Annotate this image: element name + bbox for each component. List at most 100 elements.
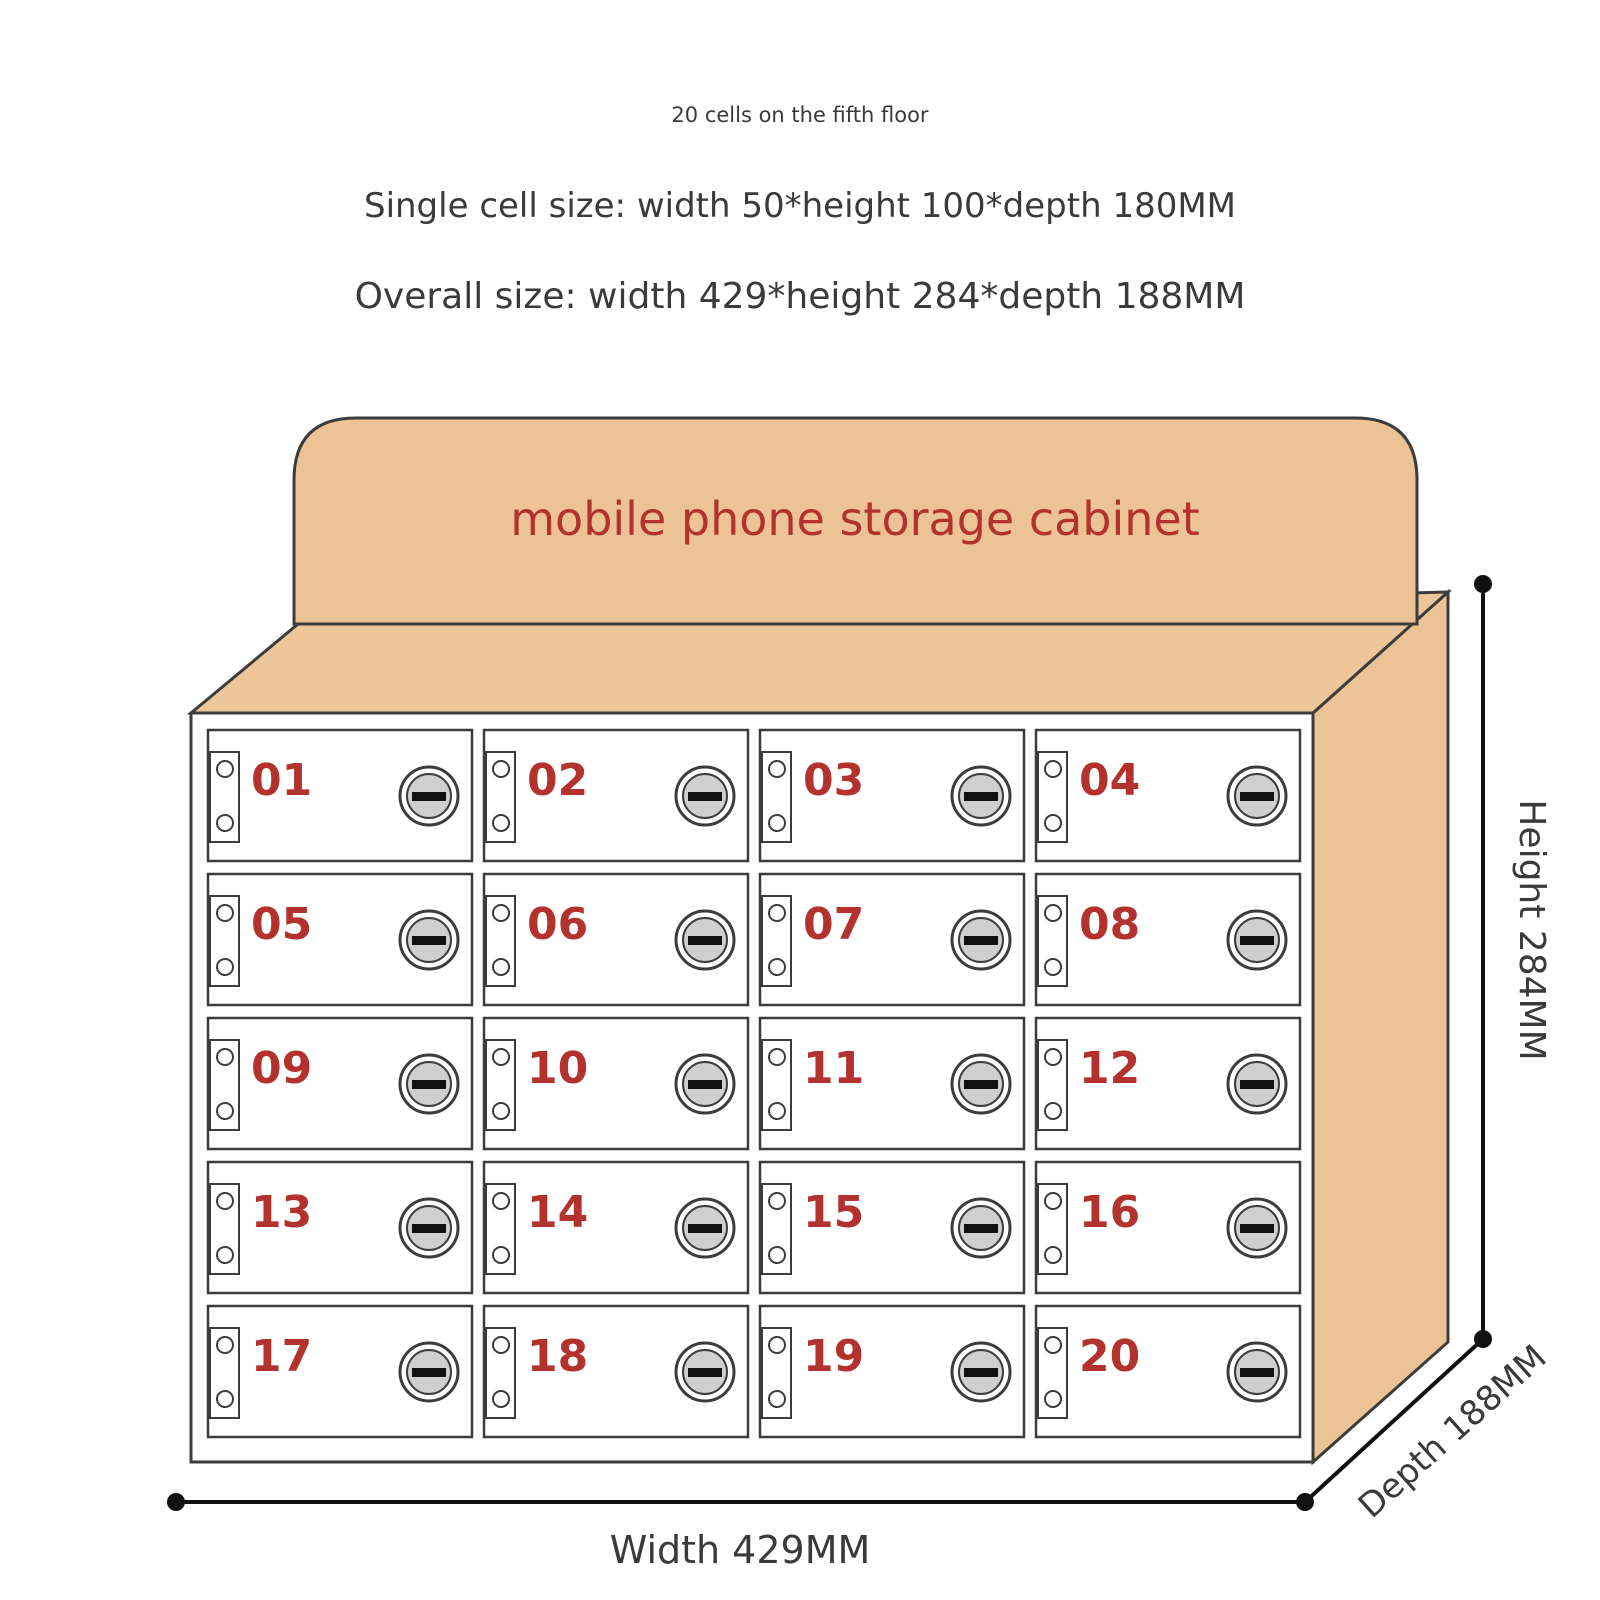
hinge-screw-icon — [492, 1192, 510, 1210]
cell-grid: 01 02 03 04 05 06 07 08 09 10 11 12 13 14 15 16 17 18 19 20 — [206, 728, 1302, 1439]
hinge-screw-icon — [1044, 1048, 1062, 1066]
hinge-screw-icon — [1044, 1390, 1062, 1408]
hinge-screw-icon — [216, 814, 234, 832]
hinge-screw-icon — [1044, 958, 1062, 976]
keyhole-slot-icon — [1240, 792, 1274, 801]
keyhole-slot-icon — [688, 1080, 722, 1089]
width-dimension-left-dot — [167, 1493, 185, 1511]
cell-number-label: 16 — [1079, 1187, 1140, 1238]
locker-cell[interactable]: 01 — [206, 728, 474, 863]
hinge-screw-icon — [1044, 1246, 1062, 1264]
keyhole-slot-icon — [688, 792, 722, 801]
hinge-screw-icon — [768, 760, 786, 778]
locker-cell[interactable]: 14 — [482, 1160, 750, 1295]
cell-number-label: 03 — [803, 755, 864, 806]
hinge-screw-icon — [1044, 814, 1062, 832]
keyhole-slot-icon — [412, 1224, 446, 1233]
keyhole-slot-icon — [688, 1368, 722, 1377]
width-label: Width 429MM — [610, 1528, 871, 1572]
cell-number-label: 06 — [527, 899, 588, 950]
hinge-screw-icon — [1044, 904, 1062, 922]
hinge-screw-icon — [768, 1192, 786, 1210]
keyhole-slot-icon — [964, 1368, 998, 1377]
keyhole-slot-icon — [964, 1080, 998, 1089]
cell-number-label: 18 — [527, 1331, 588, 1382]
hinge-screw-icon — [1044, 1336, 1062, 1354]
keyhole-slot-icon — [964, 1224, 998, 1233]
hinge-screw-icon — [768, 1246, 786, 1264]
hinge-screw-icon — [216, 1048, 234, 1066]
height-dimension-top-dot — [1474, 575, 1492, 593]
hinge-screw-icon — [492, 1336, 510, 1354]
cabinet-sign-text: mobile phone storage cabinet — [510, 492, 1200, 546]
locker-cell[interactable]: 06 — [482, 872, 750, 1007]
cell-number-label: 14 — [527, 1187, 588, 1238]
cell-number-label: 19 — [803, 1331, 864, 1382]
locker-cell[interactable]: 19 — [758, 1304, 1026, 1439]
hinge-screw-icon — [768, 1336, 786, 1354]
cell-number-label: 07 — [803, 899, 864, 950]
cell-number-label: 11 — [803, 1043, 864, 1094]
locker-cell[interactable]: 08 — [1034, 872, 1302, 1007]
cell-number-label: 09 — [251, 1043, 312, 1094]
keyhole-slot-icon — [964, 792, 998, 801]
hinge-screw-icon — [492, 1390, 510, 1408]
locker-cell[interactable]: 18 — [482, 1304, 750, 1439]
hinge-screw-icon — [216, 1246, 234, 1264]
hinge-screw-icon — [768, 904, 786, 922]
cell-number-label: 10 — [527, 1043, 588, 1094]
depth-dimension-line — [1303, 1337, 1485, 1504]
hinge-screw-icon — [1044, 1192, 1062, 1210]
hinge-screw-icon — [492, 1246, 510, 1264]
locker-cell[interactable]: 02 — [482, 728, 750, 863]
subtitle: 20 cells on the fifth floor — [671, 103, 929, 127]
locker-cell[interactable]: 11 — [758, 1016, 1026, 1151]
cell-number-label: 15 — [803, 1187, 864, 1238]
single-cell-size: Single cell size: width 50*height 100*de… — [364, 186, 1236, 226]
cabinet-sign-board — [292, 416, 1419, 626]
hinge-screw-icon — [768, 1048, 786, 1066]
keyhole-slot-icon — [688, 1224, 722, 1233]
locker-cell[interactable]: 20 — [1034, 1304, 1302, 1439]
keyhole-slot-icon — [412, 792, 446, 801]
cabinet-side-panel — [1311, 588, 1450, 1466]
keyhole-slot-icon — [964, 936, 998, 945]
hinge-screw-icon — [1044, 760, 1062, 778]
locker-cell[interactable]: 04 — [1034, 728, 1302, 863]
cell-number-label: 13 — [251, 1187, 312, 1238]
hinge-screw-icon — [216, 1336, 234, 1354]
locker-cell[interactable]: 13 — [206, 1160, 474, 1295]
locker-cell[interactable]: 15 — [758, 1160, 1026, 1295]
locker-cell[interactable]: 05 — [206, 872, 474, 1007]
keyhole-slot-icon — [412, 936, 446, 945]
cell-number-label: 01 — [251, 755, 312, 806]
cell-number-label: 20 — [1079, 1331, 1140, 1382]
hinge-screw-icon — [768, 1102, 786, 1120]
locker-cell[interactable]: 10 — [482, 1016, 750, 1151]
hinge-screw-icon — [216, 1390, 234, 1408]
keyhole-slot-icon — [688, 936, 722, 945]
hinge-screw-icon — [1044, 1102, 1062, 1120]
locker-cell[interactable]: 09 — [206, 1016, 474, 1151]
hinge-screw-icon — [216, 1192, 234, 1210]
keyhole-slot-icon — [1240, 1080, 1274, 1089]
locker-cell[interactable]: 12 — [1034, 1016, 1302, 1151]
hinge-screw-icon — [768, 814, 786, 832]
keyhole-slot-icon — [1240, 936, 1274, 945]
cell-number-label: 02 — [527, 755, 588, 806]
hinge-screw-icon — [492, 1102, 510, 1120]
locker-cell[interactable]: 17 — [206, 1304, 474, 1439]
locker-cell[interactable]: 07 — [758, 872, 1026, 1007]
hinge-screw-icon — [492, 958, 510, 976]
cell-number-label: 17 — [251, 1331, 312, 1382]
cell-number-label: 08 — [1079, 899, 1140, 950]
hinge-screw-icon — [492, 904, 510, 922]
hinge-screw-icon — [216, 958, 234, 976]
keyhole-slot-icon — [412, 1080, 446, 1089]
locker-cell[interactable]: 03 — [758, 728, 1026, 863]
locker-cell[interactable]: 16 — [1034, 1160, 1302, 1295]
cell-number-label: 12 — [1079, 1043, 1140, 1094]
hinge-screw-icon — [492, 1048, 510, 1066]
height-label: Height 284MM — [1511, 799, 1552, 1060]
